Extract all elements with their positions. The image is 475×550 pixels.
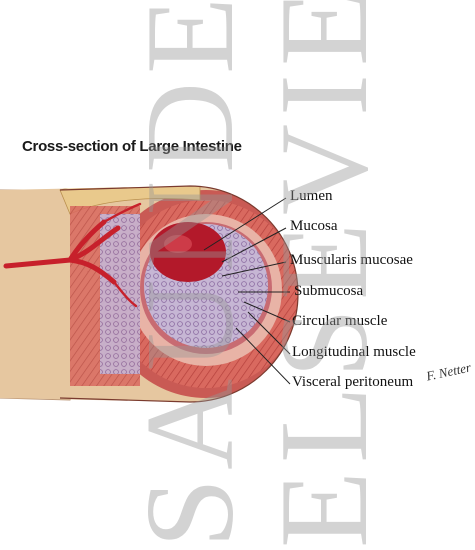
label-longitudinal-muscle: Longitudinal muscle <box>292 344 416 360</box>
blood-vessel-branches <box>102 202 142 308</box>
leader-visceral-peritoneum <box>235 327 291 385</box>
leader-lumen <box>203 197 287 251</box>
label-mucosa: Mucosa <box>290 218 338 234</box>
label-muscularis-mucosae: Muscularis mucosae <box>290 252 413 268</box>
leader-mucosa <box>221 227 287 263</box>
leader-muscularis-mucosae <box>221 261 287 277</box>
label-submucosa: Submucosa <box>294 283 364 299</box>
label-visceral-peritoneum: Visceral peritoneum <box>292 374 414 390</box>
label-circular-muscle: Circular muscle <box>292 313 388 329</box>
leader-longitudinal-muscle <box>247 311 291 355</box>
lumen-shine <box>164 235 192 253</box>
label-lumen: Lumen <box>290 188 333 204</box>
leader-circular-muscle <box>243 301 291 323</box>
leader-lines <box>203 197 291 385</box>
diagram-title: Cross-section of Large Intestine <box>22 138 242 155</box>
blood-vessel <box>3 219 121 285</box>
lumen-area <box>150 222 226 282</box>
tube-mucosa-left <box>100 214 140 374</box>
tube-outline <box>59 185 299 403</box>
